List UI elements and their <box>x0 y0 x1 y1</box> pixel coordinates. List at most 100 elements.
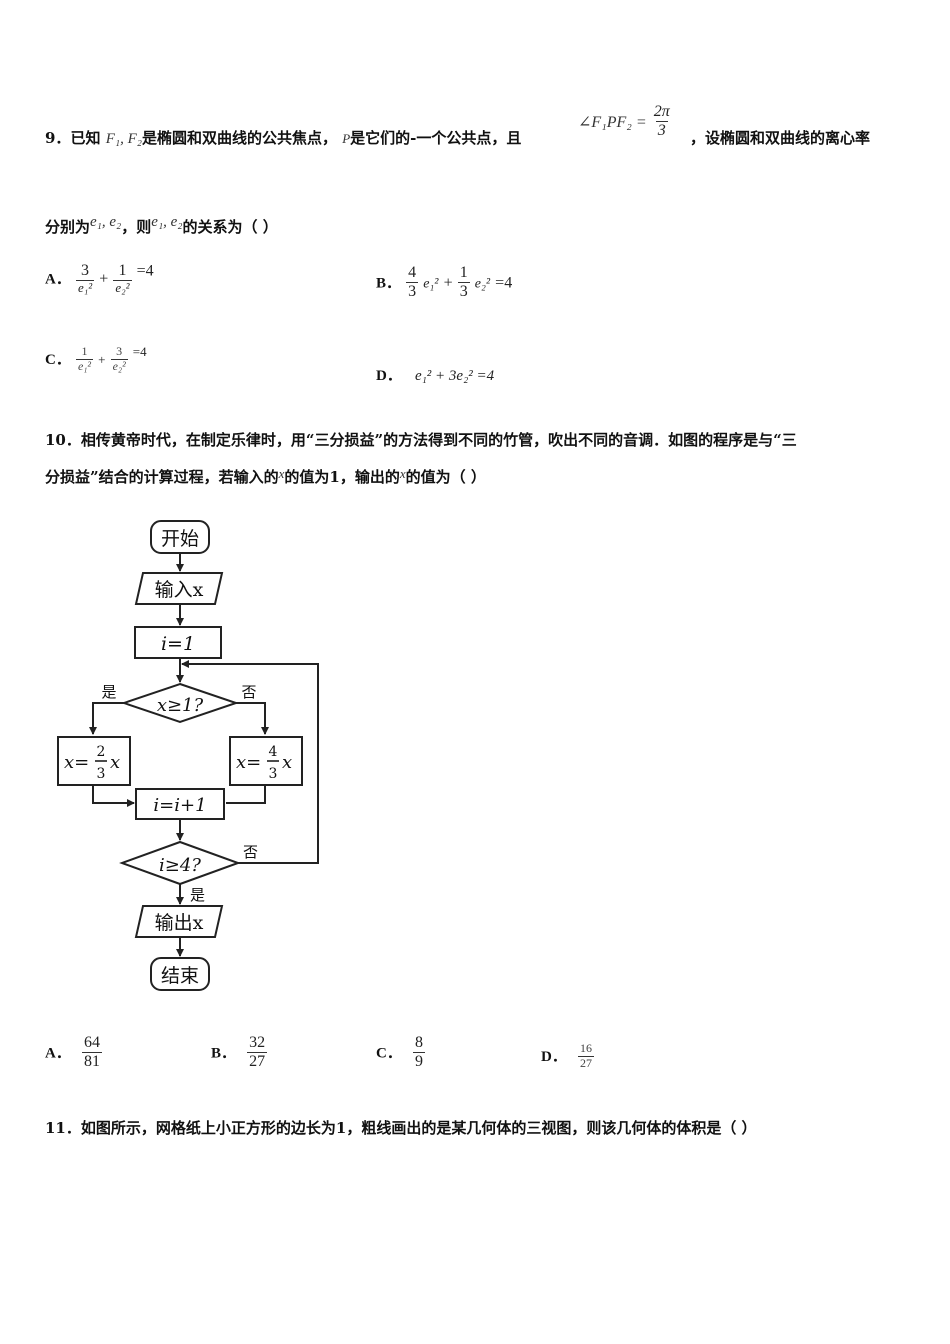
q9-angle-num: 2π <box>653 103 670 120</box>
flow-yes-label: 是 <box>101 683 116 701</box>
q10-text: 的值为1，输出的 <box>284 468 400 486</box>
plus: + <box>443 274 453 292</box>
q9-stem-line1-tail: ，设椭圆和双曲线的离心率 <box>690 129 871 147</box>
plus: + <box>98 352 106 367</box>
flow-left-lhs: x= <box>64 752 89 773</box>
num: 3 <box>81 262 90 279</box>
q9-angle-formula: ∠F₁PF₂ = 2π 3 <box>578 103 672 141</box>
q11-text: 如图所示，网格纸上小正方形的边长为1，粗线画出的是某几何体的三视图，则该几何体的… <box>80 1119 757 1137</box>
option-label: D． <box>376 368 402 384</box>
num: 64 <box>83 1034 100 1051</box>
option-label: A． <box>45 1045 71 1062</box>
den: 81 <box>81 1052 102 1071</box>
q9-math-ecc: e₁, e₂ <box>151 214 183 230</box>
q10-text: 分损益”结合的计算过程，若输入的 <box>45 468 279 486</box>
den: e₂² <box>110 359 128 373</box>
term: e₂² <box>474 276 491 292</box>
flow-no-label: 否 <box>241 683 256 701</box>
flow-output-label: 输出x <box>155 912 204 934</box>
flow-init-label: i=1 <box>161 633 195 655</box>
q9-angle-lhs: ∠F₁PF₂ = <box>578 113 647 131</box>
den: 3 <box>457 282 470 301</box>
q9-stem-line1: 9．已知 F₁, F₂是椭圆和双曲线的公共焦点， P是它们的-一个公共点，且 <box>45 127 521 148</box>
option-label: B． <box>376 275 402 292</box>
q11-number: 11． <box>45 1119 81 1137</box>
option-label: B． <box>211 1045 237 1062</box>
flow-right-lhs: x= <box>236 752 261 773</box>
flow-left-var: x <box>110 752 120 773</box>
flow-left-den: 3 <box>97 766 106 782</box>
option-label: C． <box>376 1045 402 1062</box>
den: 9 <box>412 1052 425 1071</box>
flow-cond1-label: x≥1? <box>157 695 204 716</box>
q10-text: 的值为（ ） <box>405 468 486 486</box>
q9-text: 分别为 <box>45 218 91 236</box>
flow-right-den: 3 <box>269 766 278 782</box>
q9-text: 是椭圆和双曲线的公共焦点， <box>141 129 337 147</box>
q9-option-d[interactable]: D． e₁² + 3e₂² =4 <box>376 364 494 385</box>
q9-text: 是它们的-一个公共点，且 <box>350 129 522 147</box>
q10-stem-line2: 分损益”结合的计算过程，若输入的x的值为1，输出的x的值为（ ） <box>45 466 486 487</box>
flow-end-label: 结束 <box>161 965 199 987</box>
q9-math-foci: F₁, F₂ <box>105 131 142 147</box>
num: 8 <box>414 1034 423 1051</box>
flow-init-node <box>134 626 222 659</box>
flow-output-node <box>134 905 224 938</box>
q10-text: 相传黄帝时代，在制定乐律时，用“三分损益”的方法得到不同的竹管，吹出不同的音调．… <box>80 431 797 449</box>
q9-math-point: P <box>342 131 351 146</box>
equals: =4 <box>132 344 147 359</box>
q9-stem-line2: 分别为e₁, e₂，则e₁, e₂的关系为（ ） <box>45 214 278 237</box>
flow-left-num: 2 <box>97 744 106 760</box>
flow-yes2-label: 是 <box>190 886 205 904</box>
option-label: D． <box>541 1048 567 1065</box>
den: e₁² <box>75 359 94 373</box>
den: 27 <box>247 1052 268 1071</box>
num: 4 <box>408 264 417 281</box>
option-label: C． <box>45 352 71 368</box>
flow-input-label: 输入x <box>155 579 204 601</box>
flow-right-var: x <box>282 752 292 773</box>
q9-text: 的关系为（ ） <box>182 218 278 236</box>
den: 27 <box>577 1055 594 1070</box>
q11-stem: 11．如图所示，网格纸上小正方形的边长为1，粗线画出的是某几何体的三视图，则该几… <box>45 1117 757 1138</box>
q9-angle-fraction: 2π 3 <box>652 103 672 141</box>
q9-number: 9． <box>45 129 71 147</box>
num: 16 <box>579 1041 592 1055</box>
den: 3 <box>406 282 419 301</box>
q10-stem-line1: 10．相传黄帝时代，在制定乐律时，用“三分损益”的方法得到不同的竹管，吹出不同的… <box>45 429 797 450</box>
flow-end-node <box>150 957 210 991</box>
flow-right-num: 4 <box>269 744 278 760</box>
flow-cond1-node <box>120 682 240 724</box>
flow-cond2-label: i≥4? <box>159 855 201 876</box>
q9-angle-den: 3 <box>655 121 668 140</box>
term: e₁² <box>423 276 439 292</box>
q9-math-ecc: e₁, e₂ <box>90 214 122 230</box>
expression: e₁² + 3e₂² =4 <box>414 368 495 384</box>
flow-start-label: 开始 <box>161 528 199 550</box>
equals: =4 <box>136 262 154 280</box>
option-label: A． <box>45 271 71 288</box>
num: 32 <box>249 1034 266 1051</box>
q10-var: x <box>278 466 285 481</box>
q9-text: ，则 <box>121 218 152 236</box>
flow-input-node <box>134 572 224 605</box>
q9-text: 已知 <box>70 129 101 147</box>
plus: + <box>99 270 109 288</box>
den: e₂² <box>113 280 132 296</box>
